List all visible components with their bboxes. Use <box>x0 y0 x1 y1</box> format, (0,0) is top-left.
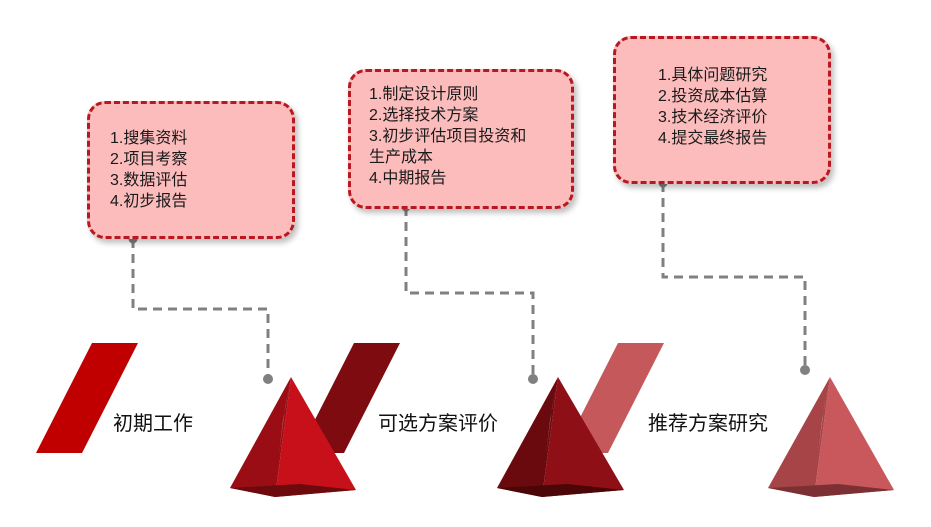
stage-2-pyramid <box>497 377 624 497</box>
stage-2-item: 3.初步评估项目投资和 <box>369 128 527 145</box>
stage-2-item: 生产成本 <box>369 149 434 166</box>
stage-2-detail-box: 1.制定设计原则 2.选择技术方案 3.初步评估项目投资和 生产成本 4.中期报… <box>348 69 574 209</box>
stage-3-item: 4.提交最终报告 <box>658 130 768 147</box>
stage-3-item: 3.技术经济评价 <box>658 109 768 126</box>
stage-2-dot-bottom <box>528 374 538 384</box>
stage-3-item: 1.具体问题研究 <box>658 67 768 84</box>
stage-2-item: 1.制定设计原则 <box>369 86 479 103</box>
stage-3-title: 推荐方案研究 <box>648 413 768 435</box>
stage-1-title: 初期工作 <box>113 413 193 435</box>
stage-2-stripe <box>298 343 400 453</box>
stage-3-stripe <box>562 343 664 453</box>
stage-1-dot-bottom <box>263 374 273 384</box>
stage-2-item: 2.选择技术方案 <box>369 107 479 124</box>
stage-3-dot-bottom <box>800 365 810 375</box>
stage-1-detail-box: 1.搜集资料 2.项目考察 3.数据评估 4.初步报告 <box>87 101 295 239</box>
stage-1-item: 2.项目考察 <box>110 151 188 168</box>
stage-3-item: 2.投资成本估算 <box>658 88 768 105</box>
stage-2-title: 可选方案评价 <box>378 413 498 435</box>
stage-2-item: 4.中期报告 <box>369 170 447 187</box>
stage-3-pyramid <box>768 377 894 497</box>
stage-1-connector <box>131 239 270 379</box>
stage-3-detail-box: 1.具体问题研究 2.投资成本估算 3.技术经济评价 4.提交最终报告 <box>613 36 831 184</box>
stage-1-item: 4.初步报告 <box>110 193 188 210</box>
stage-2-connector <box>404 207 535 379</box>
stage-1-item: 1.搜集资料 <box>110 130 188 147</box>
stage-1-item: 3.数据评估 <box>110 172 188 189</box>
stage-1-pyramid <box>230 377 356 497</box>
stage-3-connector <box>661 183 807 370</box>
stage-1-stripe <box>36 343 138 453</box>
